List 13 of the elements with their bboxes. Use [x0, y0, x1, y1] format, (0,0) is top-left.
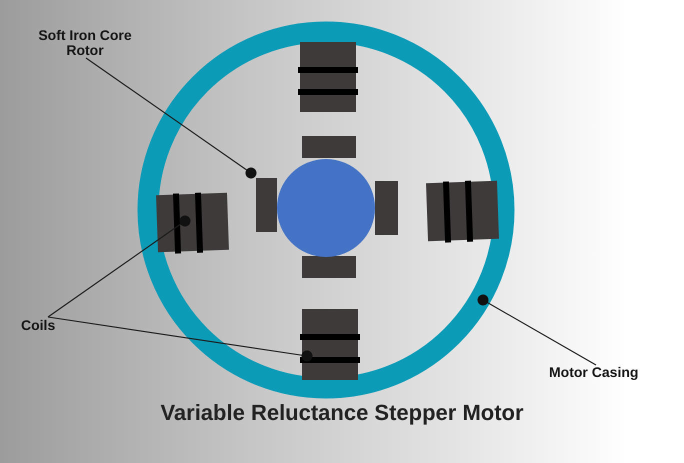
leader-line [48, 316, 312, 362]
stator-coil [156, 192, 229, 254]
stator-coil [300, 309, 360, 380]
part-label: Soft Iron Core Rotor [24, 28, 146, 58]
stator-coil [426, 180, 499, 243]
leader-line [478, 294, 596, 366]
stator-coil [298, 42, 358, 112]
part-label: Motor Casing [549, 365, 653, 380]
diagram-title: Variable Reluctance Stepper Motor [159, 400, 525, 426]
leader-line [86, 58, 256, 178]
leader-line [48, 216, 190, 318]
part-label: Coils [21, 318, 65, 333]
motor-casing [138, 22, 514, 398]
